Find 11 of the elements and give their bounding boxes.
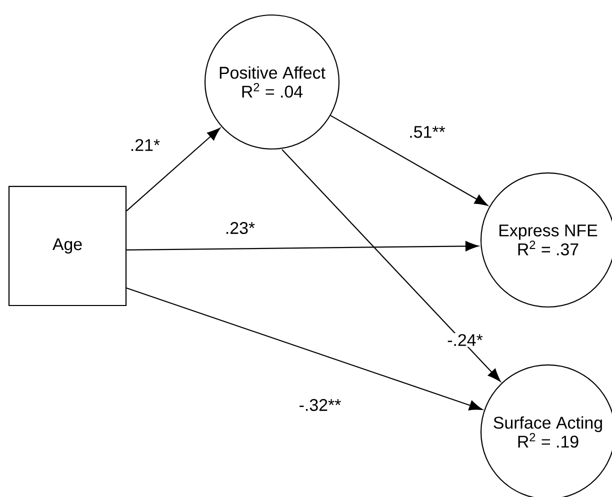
arrow <box>330 115 488 206</box>
edge-label: -.24* <box>446 333 484 347</box>
edge-label: .23* <box>224 221 256 235</box>
edge-label: -.32** <box>298 398 342 412</box>
edge-label: .21* <box>128 138 162 152</box>
edge-label: .51** <box>408 125 446 139</box>
arrow <box>126 288 482 410</box>
arrow <box>282 149 501 382</box>
arrow <box>126 241 479 252</box>
arrow <box>126 128 220 212</box>
variable-box: Age <box>8 186 127 306</box>
